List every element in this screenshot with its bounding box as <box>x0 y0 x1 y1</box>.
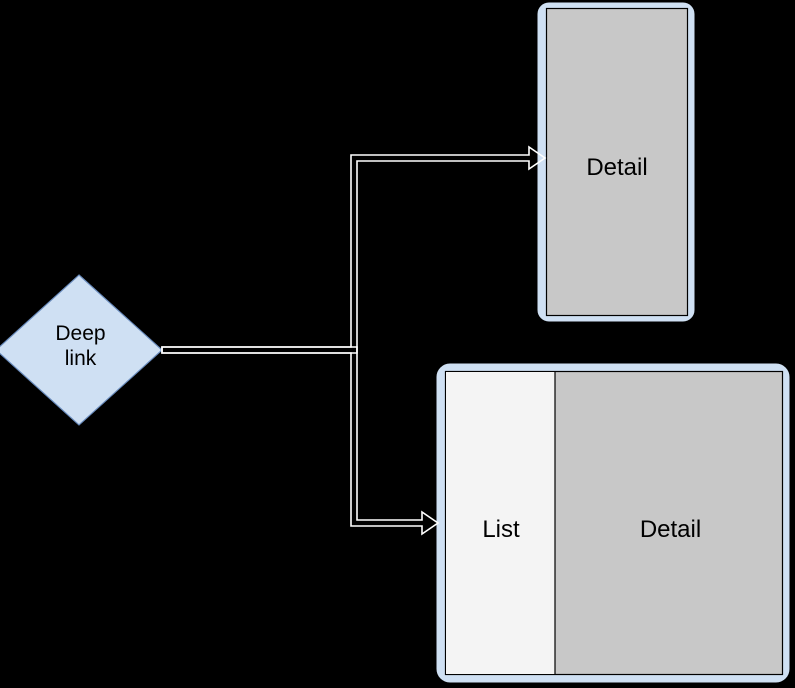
phone-node[interactable] <box>537 2 695 322</box>
deep-link-node[interactable] <box>0 274 163 426</box>
phone-screen <box>545 7 689 317</box>
edge-line-to-phone <box>161 145 547 354</box>
edge-deep-link-to-phone <box>161 145 547 354</box>
tablet-list-pane <box>446 372 555 674</box>
edge-line-to-tablet <box>161 346 440 536</box>
edge-deep-link-to-tablet <box>161 346 440 536</box>
tablet-node[interactable] <box>436 363 790 683</box>
deep-link-diamond <box>0 274 163 426</box>
